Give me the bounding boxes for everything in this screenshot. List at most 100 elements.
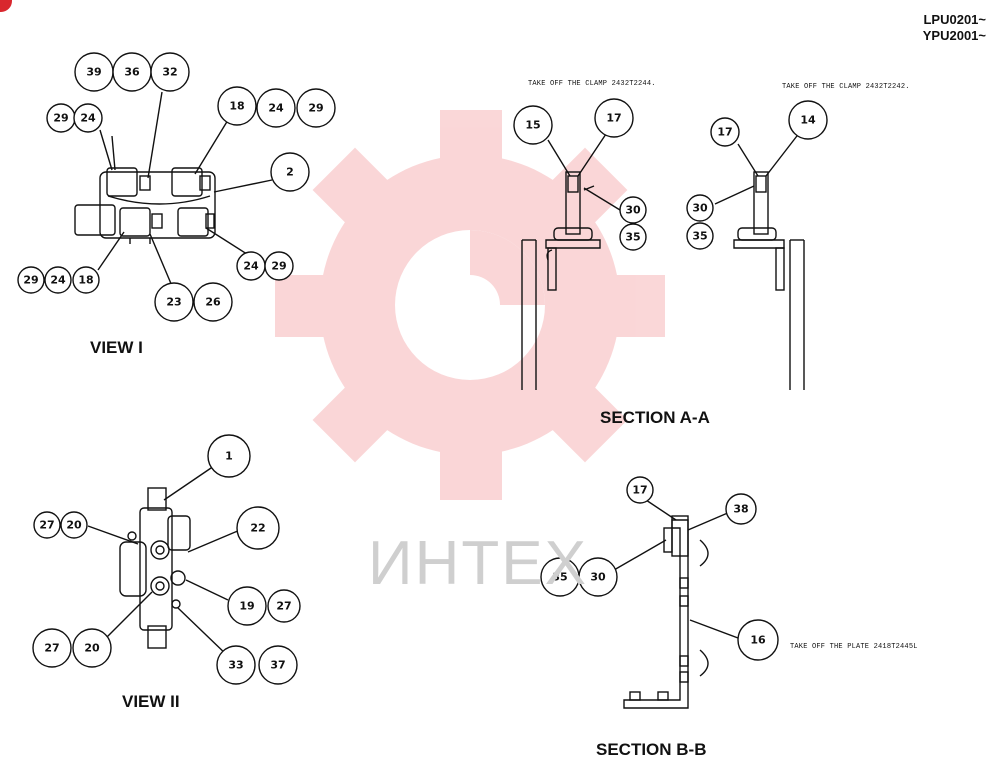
view1-valve-assembly [74,167,216,244]
callout-circle [72,266,100,294]
callout-number: 38 [733,503,748,516]
section-aa-title: SECTION A-A [600,408,710,427]
callout-v1-24b: 24 [256,88,296,128]
callout-number: 30 [590,571,606,584]
note-plate: TAKE OFF THE PLATE 2418T2445L [790,643,918,651]
callout-number: 29 [53,112,68,125]
callout-v1-24a: 24 [73,103,103,133]
callout-circle [258,645,298,685]
callout-circle [686,222,714,250]
callout-circle [17,266,45,294]
callout-circle [33,511,61,539]
callout-number: 18 [229,100,244,113]
callout-aa-30b: 30 [686,194,714,222]
callout-circle [264,251,294,281]
watermark-gear-icon [275,110,665,500]
callout-aa-17b: 17 [710,117,740,147]
callout-aa-35a: 35 [619,223,647,251]
callout-v2-20b: 20 [72,628,112,668]
callout-v1-29d: 29 [17,266,45,294]
callout-number: 24 [243,260,259,273]
callout-number: 29 [308,102,323,115]
callout-circle [686,194,714,222]
callout-number: 24 [268,102,284,115]
callout-number: 23 [166,296,181,309]
callout-aa-35b: 35 [686,222,714,250]
callout-circle [73,103,103,133]
callout-v1-2: 2 [270,152,310,192]
callout-v1-18b: 18 [72,266,100,294]
view2-title: VIEW II [122,692,180,711]
callout-v2-33: 33 [216,645,256,685]
callout-circle [44,266,72,294]
callout-circle [737,619,779,661]
callout-bb-38: 38 [725,493,757,525]
callout-circle [626,476,654,504]
section-bb-bracket [623,515,709,709]
callout-number: 17 [606,112,621,125]
callout-number: 35 [625,231,640,244]
callout-number: 17 [632,484,647,497]
callout-number: 20 [84,642,100,655]
callout-number: 15 [525,119,540,132]
callout-circle [150,52,190,92]
callout-circle [72,628,112,668]
callout-circle [32,628,72,668]
section-aa-right-clamp [733,171,805,390]
callout-aa-30a: 30 [619,196,647,224]
callout-number: 20 [66,519,82,532]
callout-v2-27b: 27 [267,589,301,623]
callout-circle [207,434,251,478]
callout-number: 1 [225,450,233,463]
callout-circle [236,506,280,550]
callout-circle [60,511,88,539]
callout-aa-14: 14 [788,100,828,140]
callout-circle [256,88,296,128]
callout-number: 39 [86,66,101,79]
callout-number: 24 [50,274,66,287]
callout-aa-15: 15 [513,105,553,145]
callout-circle [710,117,740,147]
callout-number: 36 [124,66,140,79]
callout-number: 22 [250,522,265,535]
callout-number: 35 [552,571,567,584]
callout-v2-27a: 27 [33,511,61,539]
callout-v1-29a: 29 [46,103,76,133]
section-bb-title: SECTION B-B [596,740,707,759]
callout-number: 30 [692,202,708,215]
callout-number: 27 [39,519,54,532]
callout-circle [513,105,553,145]
callout-number: 37 [270,659,285,672]
callout-number: 14 [800,114,816,127]
callout-v1-32: 32 [150,52,190,92]
callout-circle [193,282,233,322]
callout-v2-20a: 20 [60,511,88,539]
callout-number: 27 [276,600,291,613]
callout-number: 29 [271,260,286,273]
note-clamp-left: TAKE OFF THE CLAMP 2432T2244. [528,80,656,88]
callout-v2-37: 37 [258,645,298,685]
callout-circle [154,282,194,322]
callout-v1-36: 36 [112,52,152,92]
callout-circle [296,88,336,128]
watermark-text: ИНТЕХ [368,529,588,598]
callout-number: 30 [625,204,641,217]
serial-range-2: YPU2001~ [922,28,986,43]
callout-number: 26 [205,296,221,309]
callout-number: 17 [717,126,732,139]
drawing-lines [74,91,805,709]
callout-number: 19 [239,600,254,613]
view1-title: VIEW I [90,338,143,357]
callout-v1-29c: 29 [264,251,294,281]
callout-number: 24 [80,112,96,125]
callout-circle [788,100,828,140]
callout-v1-39: 39 [74,52,114,92]
callout-number: 32 [162,66,177,79]
view2-valve-assembly [119,487,191,649]
callout-number: 29 [23,274,38,287]
callout-bb-16: 16 [737,619,779,661]
callout-aa-17a: 17 [594,98,634,138]
callout-circle [619,196,647,224]
callout-v2-19: 19 [227,586,267,626]
